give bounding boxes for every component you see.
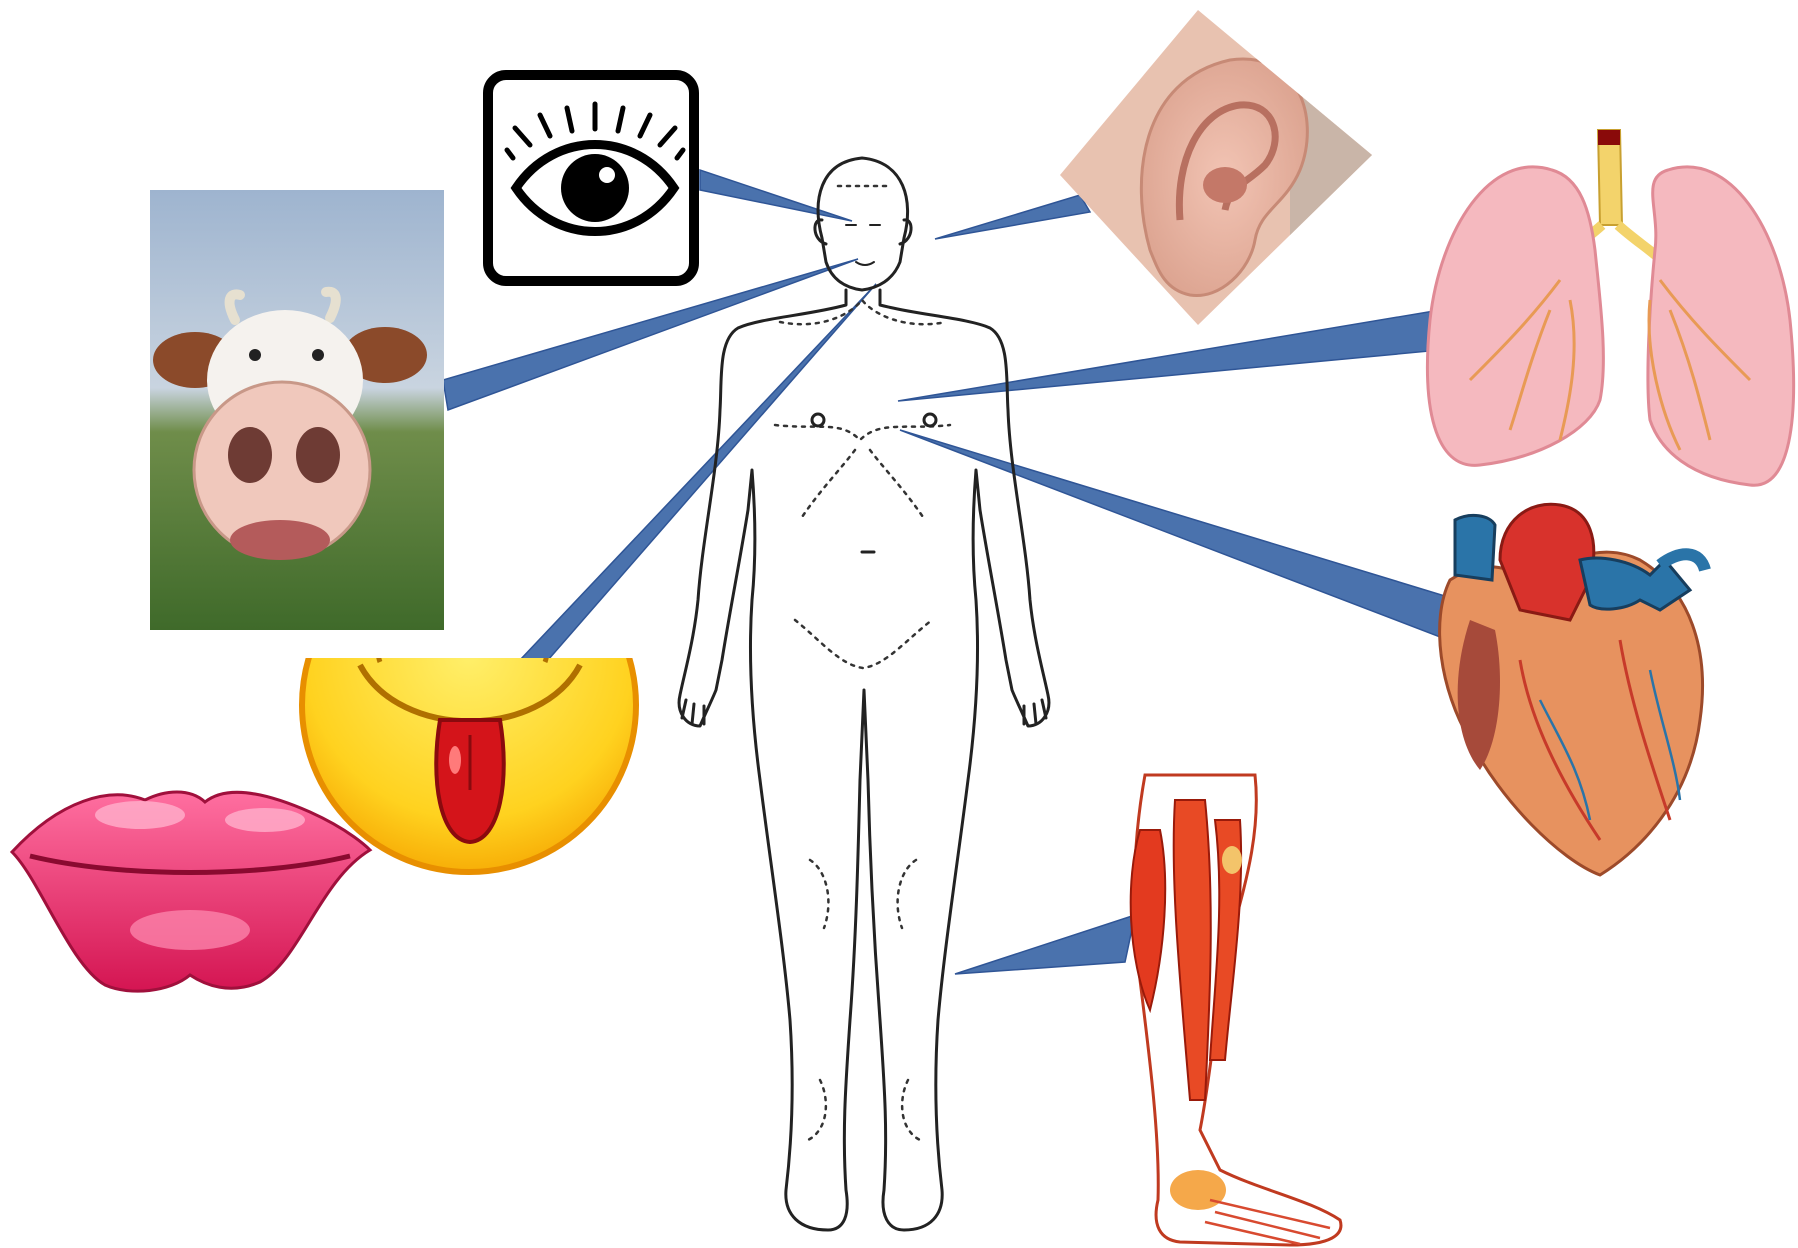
leg-callout <box>955 915 1135 974</box>
left-ankle-dots <box>808 1080 826 1140</box>
ear-icon <box>1060 10 1380 330</box>
right-knee-dots <box>898 860 916 928</box>
right-ankle-dots <box>902 1080 920 1140</box>
lips-icon <box>12 792 370 991</box>
ear-callout <box>935 195 1090 239</box>
left-nipple <box>812 414 824 426</box>
right-nipple <box>924 414 936 426</box>
eye-callout <box>700 170 852 221</box>
left-knee-dots <box>810 860 828 928</box>
body-silhouette <box>679 290 1049 1230</box>
cow-nose-icon <box>150 190 444 630</box>
lungs-icon <box>1427 130 1793 485</box>
head-outline <box>818 158 907 290</box>
human-body-outline <box>679 158 1049 1230</box>
face-mouth <box>856 262 874 265</box>
heart-icon <box>1440 504 1705 875</box>
leg-muscles-icon <box>1131 775 1341 1245</box>
pelvis-dots <box>795 620 932 668</box>
eye-icon <box>488 75 694 281</box>
ribcage-dots <box>800 450 925 520</box>
